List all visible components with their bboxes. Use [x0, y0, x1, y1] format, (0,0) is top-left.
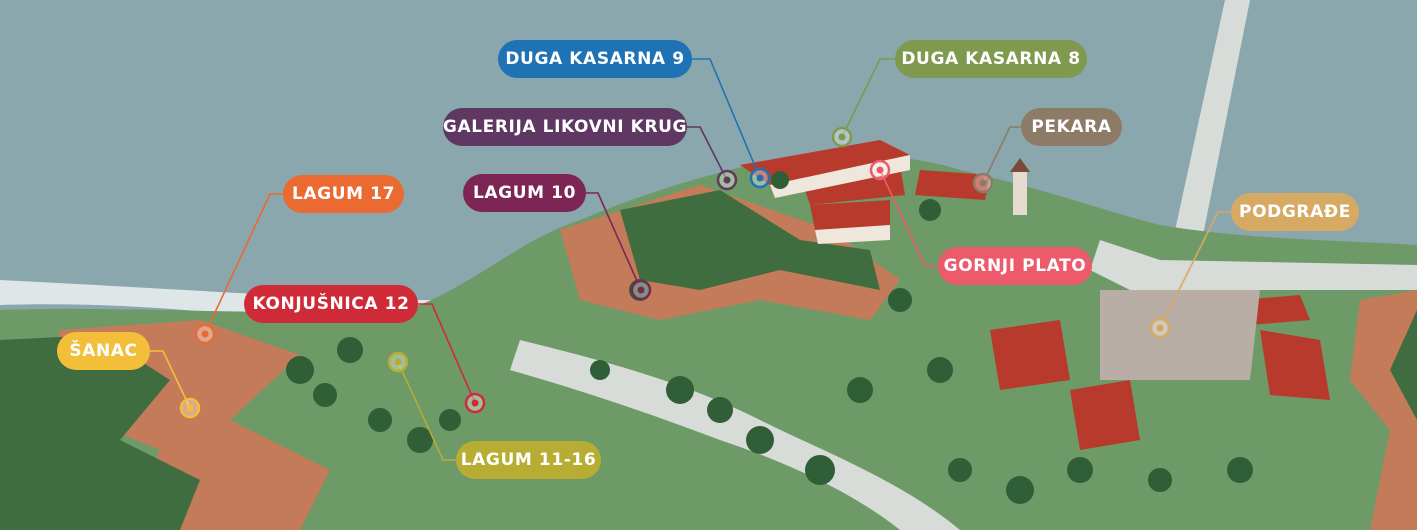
- podgradje-leader-line: [1159, 211, 1231, 329]
- bridge: [1160, 0, 1250, 300]
- clock-tower-roof: [1010, 158, 1030, 172]
- duga-kasarna-9-label-button[interactable]: DUGA KASARNA 9: [498, 40, 692, 78]
- lagum-11-16-marker-dot: [394, 358, 402, 366]
- upper-plateau-barracks: [740, 140, 990, 244]
- trees: [286, 171, 1253, 504]
- lower-town-buildings: [990, 290, 1330, 450]
- konjusnica-12-leader-line: [418, 303, 476, 404]
- lagum-10-label-button[interactable]: LAGUM 10: [463, 174, 586, 212]
- lagum-17-marker-dot: [201, 330, 209, 338]
- sanac-label-button[interactable]: ŠANAC: [57, 332, 150, 370]
- pekara-label-button[interactable]: PEKARA: [1021, 108, 1122, 146]
- lagum-10-leader-line: [586, 192, 642, 291]
- leader-lines: [150, 58, 1231, 461]
- duga-kasarna-9-marker-dot: [756, 174, 764, 182]
- clock-tower: [1013, 170, 1027, 215]
- road: [510, 340, 960, 530]
- lagum-11-16-leader-line: [397, 361, 456, 461]
- galerija-likovni-krug-leader-line: [687, 126, 728, 181]
- duga-kasarna-8-marker-dot: [838, 133, 846, 141]
- road-lower-town: [1090, 240, 1417, 290]
- galerija-likovni-krug-label-button[interactable]: GALERIJA LIKOVNI KRUG: [443, 108, 687, 146]
- galerija-likovni-krug-marker-dot: [723, 176, 731, 184]
- podgradje-label-button[interactable]: PODGRAĐE: [1231, 193, 1359, 231]
- konjusnica-12-marker-dot: [471, 399, 479, 407]
- gornji-plato-leader-line: [879, 169, 938, 267]
- gornji-plato-label-button[interactable]: GORNJI PLATO: [938, 247, 1092, 285]
- grass-rampart-east: [1390, 310, 1417, 420]
- podgradje-marker-dot: [1156, 324, 1164, 332]
- sanac-marker-dot: [186, 404, 194, 412]
- lagum-17-label-button[interactable]: LAGUM 17: [283, 175, 404, 213]
- lagum-17-leader-line: [204, 193, 283, 335]
- pekara-leader-line: [982, 126, 1021, 184]
- konjusnica-12-label-button[interactable]: KONJUŠNICA 12: [244, 285, 418, 323]
- duga-kasarna-8-label-button[interactable]: DUGA KASARNA 8: [895, 40, 1087, 78]
- grass-rampart-upper: [620, 190, 880, 290]
- lagum-10-marker-dot: [637, 286, 645, 294]
- grass-rampart: [0, 335, 200, 530]
- lagum-11-16-label-button[interactable]: LAGUM 11-16: [456, 441, 601, 479]
- duga-kasarna-9-leader-line: [692, 58, 761, 179]
- sanac-leader-line: [150, 350, 191, 409]
- duga-kasarna-8-leader-line: [841, 58, 895, 138]
- gornji-plato-marker-dot: [876, 166, 884, 174]
- pekara-marker-dot: [979, 179, 987, 187]
